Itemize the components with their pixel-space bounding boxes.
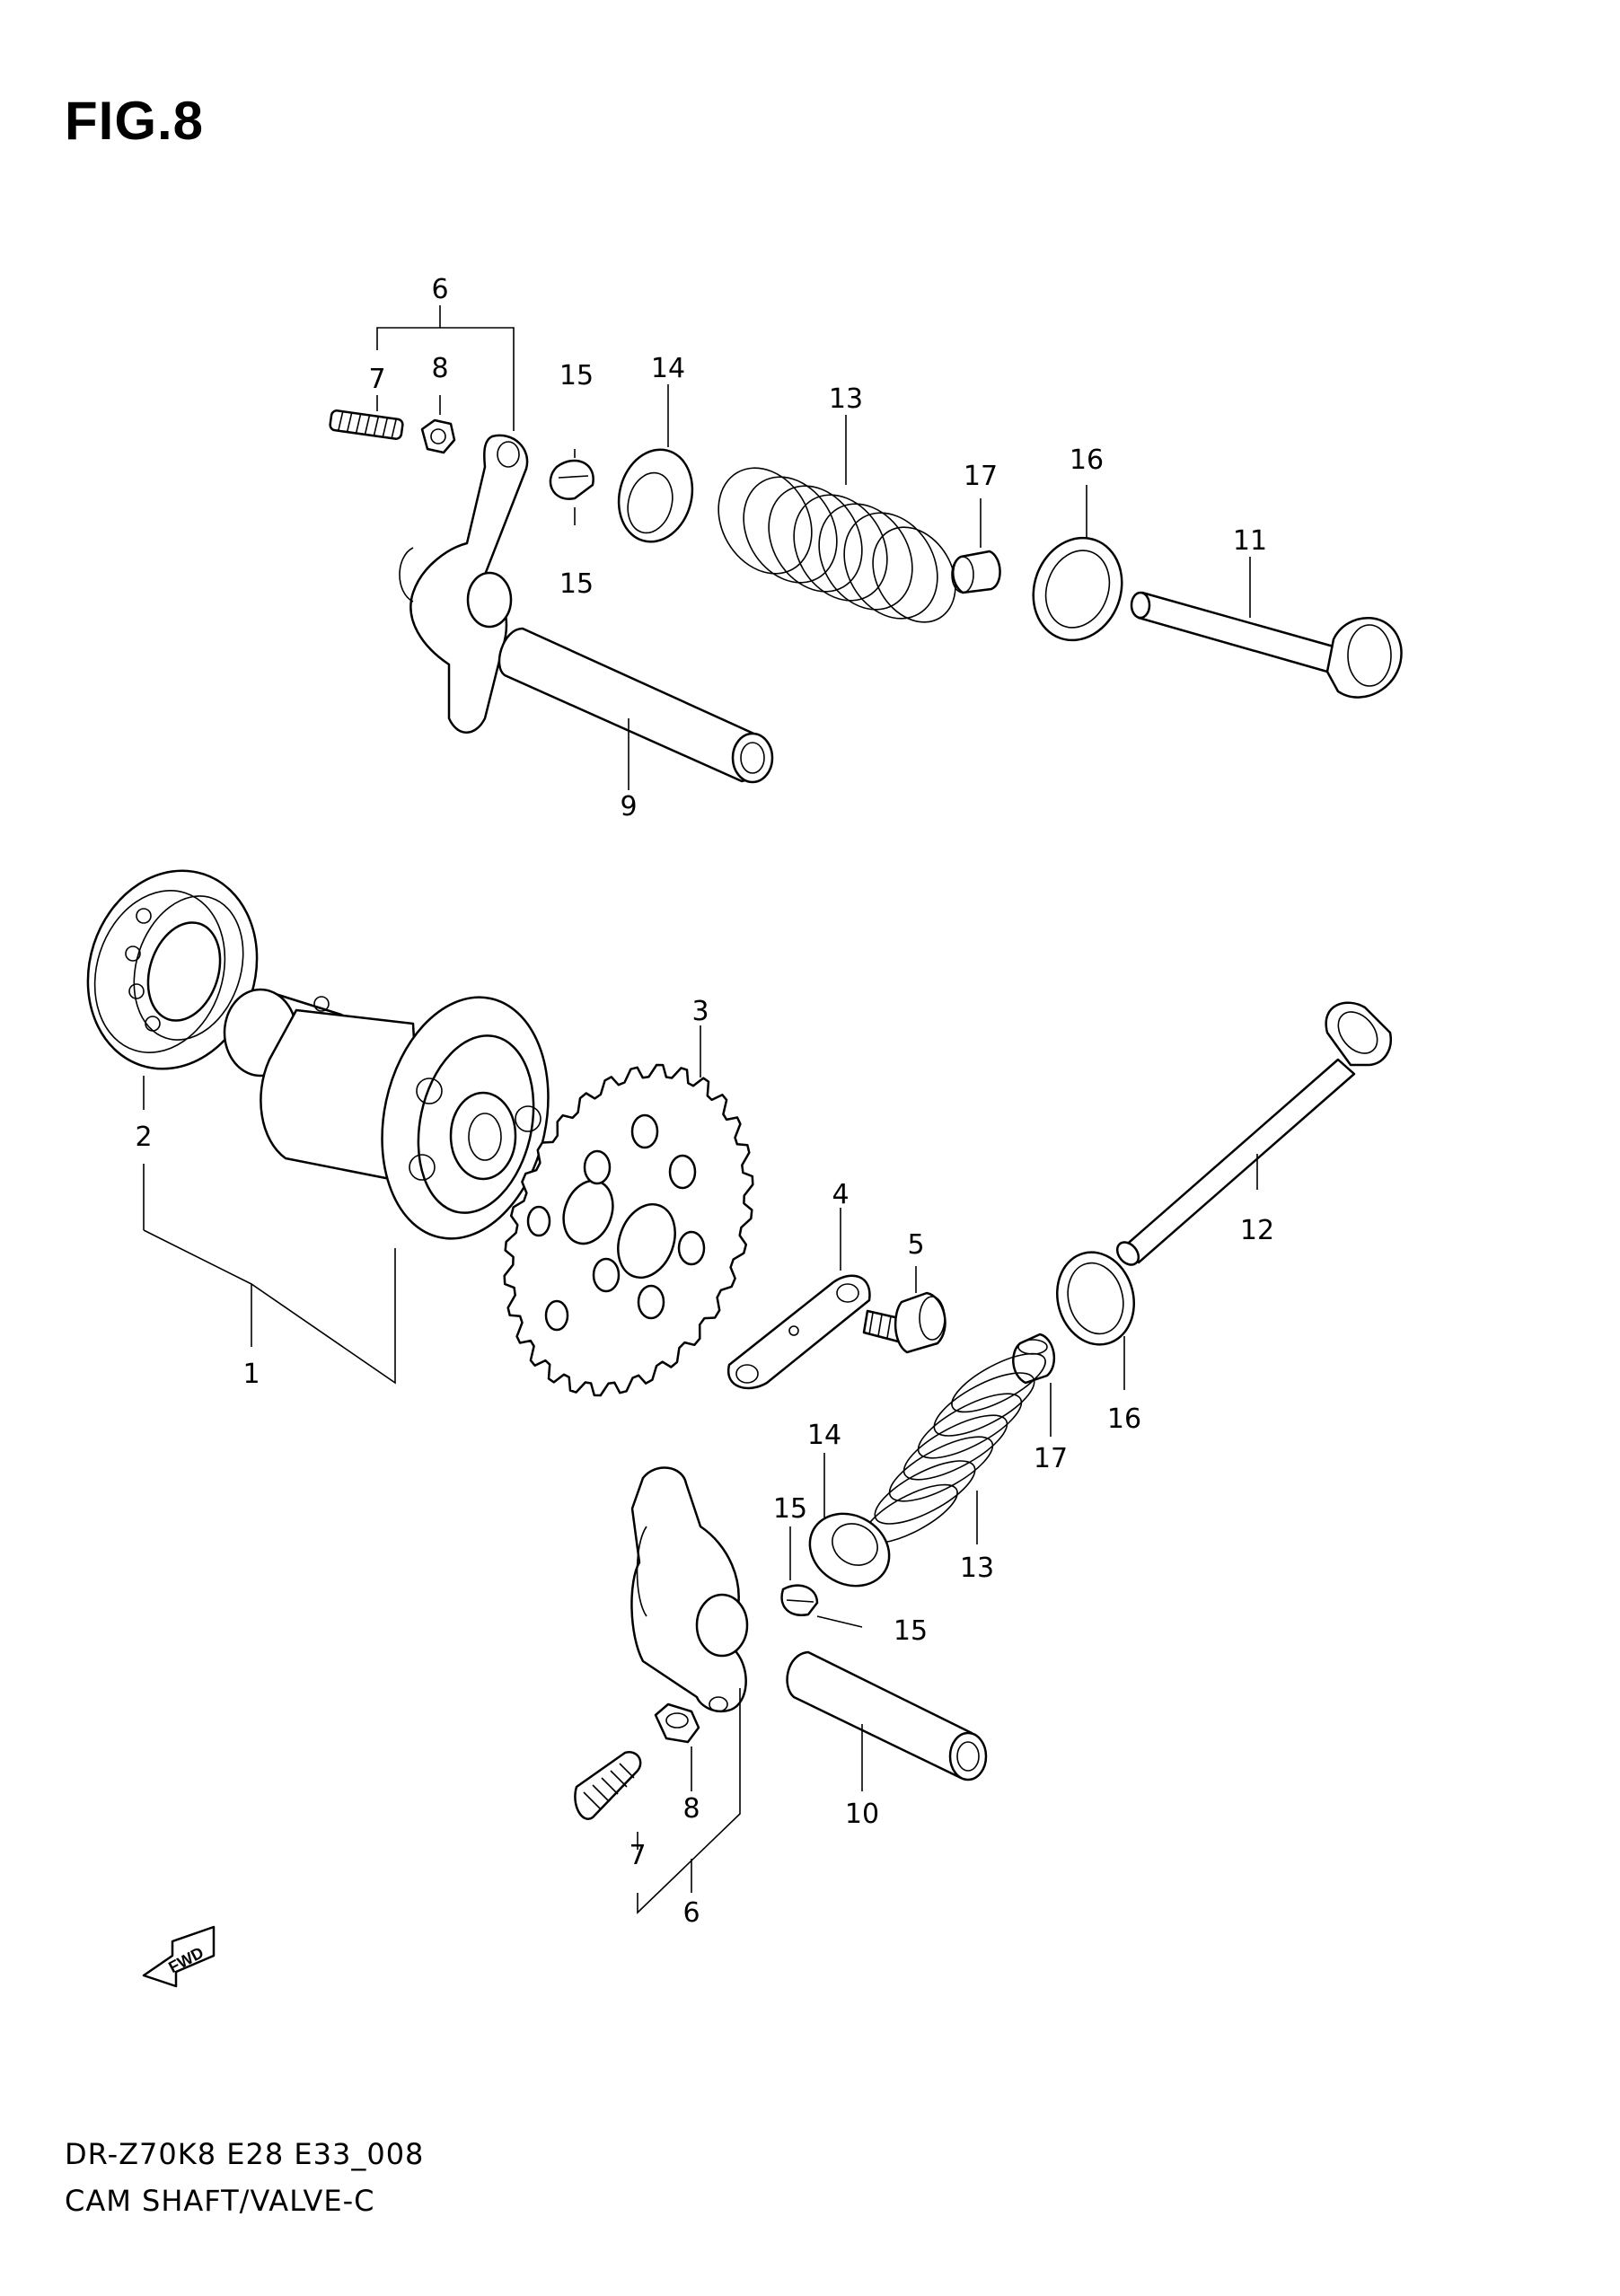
diagram-name: CAM SHAFT/VALVE-C: [65, 2184, 375, 2218]
callout-12: 12: [1240, 1215, 1274, 1246]
part-cotter-15-bottom: [780, 1526, 863, 1628]
callout-13-top: 13: [829, 383, 863, 415]
callout-6-top: 6: [431, 274, 448, 305]
part-rocker-shaft-9: [497, 627, 774, 790]
callout-15b-bottom: 15: [894, 1615, 928, 1647]
part-spring-retainer-14-top: [617, 384, 694, 543]
part-valve-seat-washer-16-bottom: [1056, 1251, 1135, 1390]
part-bolt-5: [862, 1266, 946, 1354]
part-valve-spring-13-bottom: [863, 1352, 1046, 1544]
part-adjusting-screw-7-bottom: [574, 1751, 642, 1850]
callout-5: 5: [907, 1229, 924, 1261]
bracket-6-bottom: [637, 1688, 741, 1914]
callout-7-bottom: 7: [629, 1840, 646, 1871]
callout-17-top: 17: [964, 461, 998, 492]
part-camshaft-1: [223, 988, 550, 1240]
callout-15a-bottom: 15: [773, 1493, 807, 1525]
part-rocker-arm-6-top: [399, 434, 529, 734]
bracket-6-top: [376, 305, 515, 431]
callouts-top: 6 7 8 15 14 13 17 16 15 11 9: [368, 274, 1267, 823]
callout-16-bottom: 16: [1107, 1403, 1141, 1435]
bracket-1: [143, 1229, 396, 1385]
callout-6-bottom: 6: [682, 1897, 700, 1929]
part-rocker-shaft-10: [786, 1650, 988, 1791]
callout-11-top: 11: [1233, 525, 1267, 557]
callout-14-top: 14: [651, 353, 685, 384]
callout-8-bottom: 8: [682, 1793, 700, 1825]
callout-1: 1: [242, 1359, 260, 1390]
callout-7-top: 7: [368, 364, 385, 395]
callout-16-top: 16: [1070, 444, 1104, 476]
part-valve-stem-seal-17-top: [951, 498, 1001, 594]
callouts-bottom: 3 2 1 4 5 12 16 17 14 15 13 15 8 10 7 6: [135, 996, 1274, 1929]
callout-4: 4: [832, 1179, 849, 1210]
callout-15a-top: 15: [559, 360, 594, 391]
callout-8-top: 8: [431, 353, 448, 384]
part-spring-retainer-14-bottom: [808, 1453, 891, 1588]
callout-13-bottom: 13: [960, 1553, 994, 1584]
part-valve-spring-13-top: [718, 415, 956, 623]
part-valve-12-bottom: [1115, 1001, 1393, 1266]
part-valve-11-top: [1130, 557, 1403, 699]
callout-10: 10: [845, 1799, 879, 1830]
figure-title: FIG.8: [65, 91, 205, 151]
part-cam-sprocket-3: [503, 1025, 754, 1397]
diagram-code: DR-Z70K8 E28 E33_008: [65, 2137, 425, 2171]
part-nut-8-bottom: [654, 1702, 700, 1791]
part-cotter-15-top: [549, 449, 594, 525]
callout-2: 2: [135, 1122, 152, 1153]
part-adjusting-screw-7-top: [329, 395, 404, 440]
part-rocker-arm-6-bottom: [630, 1466, 749, 1712]
part-sprocket-plate-4: [726, 1208, 871, 1390]
part-valve-seat-washer-16-top: [1032, 485, 1123, 642]
callout-9-top: 9: [620, 791, 637, 823]
callout-15b-top: 15: [559, 568, 594, 600]
callout-14-bottom: 14: [807, 1420, 841, 1451]
fwd-direction-arrow: FWD: [142, 1925, 216, 1988]
callout-17-bottom: 17: [1034, 1443, 1068, 1474]
part-nut-8-top: [420, 395, 456, 454]
callout-3: 3: [691, 996, 709, 1027]
